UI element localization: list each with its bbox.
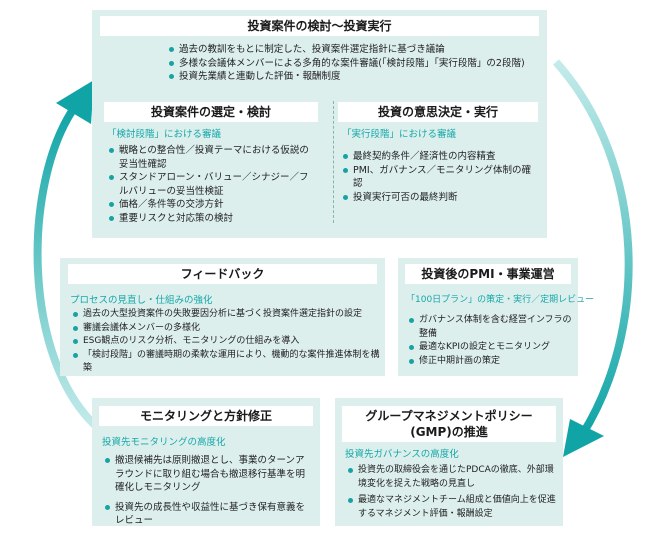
list-item: 重要リスクと対応策の検討 (108, 212, 318, 226)
feedback-subtitle: プロセスの見直し・仕組みの強化 (70, 295, 213, 306)
feedback-panel: フィードバック プロセスの見直し・仕組みの強化 過去の大型投資案件の失敗要因分析… (60, 258, 385, 376)
left-arrow-head (56, 80, 94, 124)
list-item: 過去の大型投資案件の失敗要因分析に基づく投資案件選定指針の設定 (72, 308, 384, 322)
monitoring-panel: モニタリングと方針修正 投資先モニタリングの高度化 撤退候補先は原則撤退とし、事… (92, 398, 320, 526)
left-cycle-arrow (33, 105, 101, 431)
list-item: 修正中期計画の策定 (408, 355, 576, 369)
gmp-panel: グループマネジメントポリシー (GMP)の推進 投資先ガバナンスの高度化 投資先… (335, 398, 563, 526)
list-item: 投資先の成長性や収益性に基づき保有意義をレビュー (104, 501, 310, 528)
list-item: 過去の教訓をもとに制定した、投資案件選定指針に基づき議論 (168, 43, 538, 57)
monitoring-list: 撤退候補先は原則撤退とし、事業のターンアラウンドに取り組む場合も撤退移行基準を明… (104, 454, 310, 528)
pmi-list: ガバナンス体制を含む経営インフラの整備 最適なKPIの設定とモニタリング 修正中… (408, 314, 576, 368)
list-item: スタンドアローン・バリュー／シナジー／フルバリューの妥当性検証 (108, 171, 318, 198)
decision-title: 投資の意思決定・実行 (377, 105, 498, 119)
gmp-list: 投資先の取締役会を通じたPDCAの徹底、外部環境変化を捉えた戦略の見直し 最適な… (347, 464, 559, 521)
gmp-title: グループマネジメントポリシー (365, 409, 533, 423)
pmi-title: 投資後のPMI・事業運営 (421, 267, 555, 281)
pmi-subtitle: 「100日プラン」の策定・実行／定期レビュー (406, 295, 595, 305)
list-item: ガバナンス体制を含む経営インフラの整備 (408, 314, 576, 341)
list-item: ESG観点のリスク分析、モニタリングの仕組みを導入 (72, 335, 384, 349)
selection-title: 投資案件の選定・検討 (150, 105, 271, 119)
list-item: 投資先業績と連動した評価・報酬制度 (168, 70, 538, 84)
gmp-title-2: (GMP)の推進 (410, 425, 488, 439)
column-divider (333, 101, 334, 223)
right-cycle-arrow (553, 59, 633, 438)
pmi-panel: 投資後のPMI・事業運営 「100日プラン」の策定・実行／定期レビュー ガバナン… (398, 258, 594, 376)
investment-review-title: 投資案件の検討～投資実行 (247, 19, 392, 33)
feedback-list: 過去の大型投資案件の失敗要因分析に基づく投資案件選定指針の設定 審議会議体メンバ… (72, 308, 384, 376)
list-item: 「検討段階」の審議時期の柔軟な運用により、機動的な案件推進体制を構築 (72, 349, 384, 376)
list-item: 最終契約条件／経済性の内容精査 (342, 150, 534, 164)
monitoring-subtitle: 投資先モニタリングの高度化 (102, 437, 226, 448)
investment-review-panel: 投資案件の検討～投資実行 過去の教訓をもとに制定した、投資案件選定指針に基づき議… (92, 10, 547, 238)
list-item: 価格／条件等の交渉方針 (108, 198, 318, 212)
list-item: PMI、ガバナンス／モニタリング体制の確認 (342, 164, 534, 191)
feedback-title: フィードバック (180, 267, 265, 281)
gmp-subtitle: 投資先ガバナンスの高度化 (345, 449, 459, 460)
decision-subtitle: 「実行段階」における審議 (342, 129, 457, 140)
monitoring-title: モニタリングと方針修正 (139, 409, 272, 423)
selection-subtitle: 「検討段階」における審議 (107, 129, 222, 140)
investment-review-list: 過去の教訓をもとに制定した、投資案件選定指針に基づき議論 多様な会議体メンバーに… (168, 43, 538, 84)
list-item: 多様な会議体メンバーによる多角的な案件審議(「検討段階」「実行段階」の2段階) (168, 57, 538, 71)
list-item: 審議会議体メンバーの多様化 (72, 322, 384, 336)
decision-list: 最終契約条件／経済性の内容精査 PMI、ガバナンス／モニタリング体制の確認 投資… (342, 150, 534, 204)
list-item: 最適なKPIの設定とモニタリング (408, 341, 576, 355)
list-item: 撤退候補先は原則撤退とし、事業のターンアラウンドに取り組む場合も撤退移行基準を明… (104, 454, 310, 495)
right-arrow-head (563, 419, 604, 457)
list-item: 最適なマネジメントチーム組成と価値向上を促進するマネジメント評価・報酬設定 (347, 494, 559, 521)
list-item: 戦略との整合性／投資テーマにおける仮説の妥当性確認 (108, 144, 318, 171)
selection-list: 戦略との整合性／投資テーマにおける仮説の妥当性確認 スタンドアローン・バリュー／… (108, 144, 318, 225)
list-item: 投資実行可否の最終判断 (342, 191, 534, 205)
list-item: 投資先の取締役会を通じたPDCAの徹底、外部環境変化を捉えた戦略の見直し (347, 464, 559, 491)
